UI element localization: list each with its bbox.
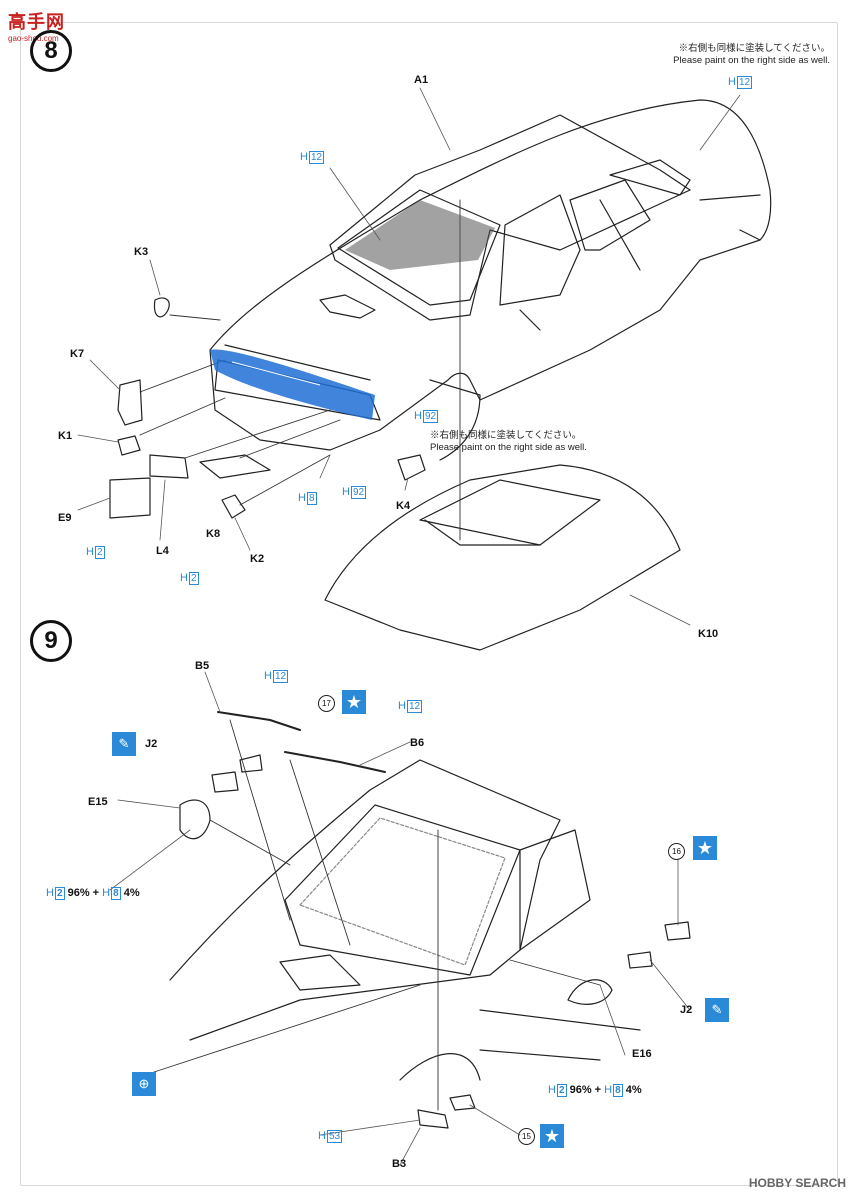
step-number-8: 8 <box>30 30 72 72</box>
hood-vent <box>319 294 376 319</box>
label-l4: L4 <box>156 545 169 557</box>
part-k8 <box>199 454 271 479</box>
footer-brand: HOBBY SEARCH <box>748 1176 846 1190</box>
front-window <box>499 194 581 306</box>
rear-window <box>569 179 651 251</box>
label-b6: B6 <box>410 737 425 749</box>
circled-16: 16 <box>668 843 685 860</box>
label-k7: K7 <box>70 348 85 360</box>
mirror-b3 <box>417 1109 449 1129</box>
star-icon-15: ★ <box>540 1124 564 1148</box>
part-k4 <box>397 454 426 481</box>
part-l4 <box>149 454 189 479</box>
label-e9: E9 <box>58 512 72 524</box>
label-b3: B3 <box>392 1158 407 1170</box>
glue-icon-right: ✎ <box>705 998 729 1022</box>
part-k1 <box>117 435 141 456</box>
hood-vent-step9 <box>279 954 361 991</box>
wiper-b5 <box>217 711 301 731</box>
part-k3 <box>153 297 170 318</box>
c-pillar <box>609 159 691 196</box>
wiper-b6 <box>284 751 386 773</box>
label-k8: K8 <box>206 528 221 540</box>
front-grille-highlight <box>210 349 375 420</box>
label-e15: E15 <box>88 796 108 808</box>
label-k4: K4 <box>396 500 411 512</box>
circled-15: 15 <box>518 1128 535 1145</box>
part-k2 <box>221 494 246 519</box>
car-roof-outline <box>329 114 691 321</box>
label-a1: A1 <box>414 74 429 86</box>
note-right-side-top: ※右側も同様に塗装してください。 Please paint on the rig… <box>673 43 830 66</box>
label-e16: E16 <box>632 1048 652 1060</box>
mirror-e16 <box>567 979 613 1005</box>
k10-dome <box>324 464 681 651</box>
roof-shading <box>345 200 495 270</box>
windshield <box>337 189 501 306</box>
label-k2: K2 <box>250 553 265 565</box>
step-number-9: 9 <box>30 620 72 662</box>
label-k3: K3 <box>134 246 149 258</box>
part-j2-right <box>627 951 653 969</box>
label-b5: B5 <box>195 660 210 672</box>
part-k7 <box>117 379 143 426</box>
car-front-outline <box>169 759 561 1041</box>
side-window-step9 <box>519 829 591 951</box>
part-j2-left <box>211 771 239 793</box>
mirror-e15 <box>179 799 211 840</box>
glue-icon-left: ✎ <box>112 732 136 756</box>
k10-window <box>419 479 601 546</box>
circled-17: 17 <box>318 695 335 712</box>
part-e16-glass <box>664 921 691 941</box>
car-body-outline <box>209 99 772 451</box>
pin-icon: ⊕ <box>132 1072 156 1096</box>
star-icon-17: ★ <box>342 690 366 714</box>
note-right-side-mid: ※右側も同様に塗装してください。 Please paint on the rig… <box>430 430 587 453</box>
part-e9 <box>109 477 151 519</box>
windshield-step9 <box>284 804 521 976</box>
star-icon-16: ★ <box>693 836 717 860</box>
label-j2-left: J2 <box>145 738 158 750</box>
label-j2-right: J2 <box>680 1004 693 1016</box>
page-frame <box>20 22 838 1186</box>
label-k10: K10 <box>698 628 719 640</box>
label-k1: K1 <box>58 430 73 442</box>
